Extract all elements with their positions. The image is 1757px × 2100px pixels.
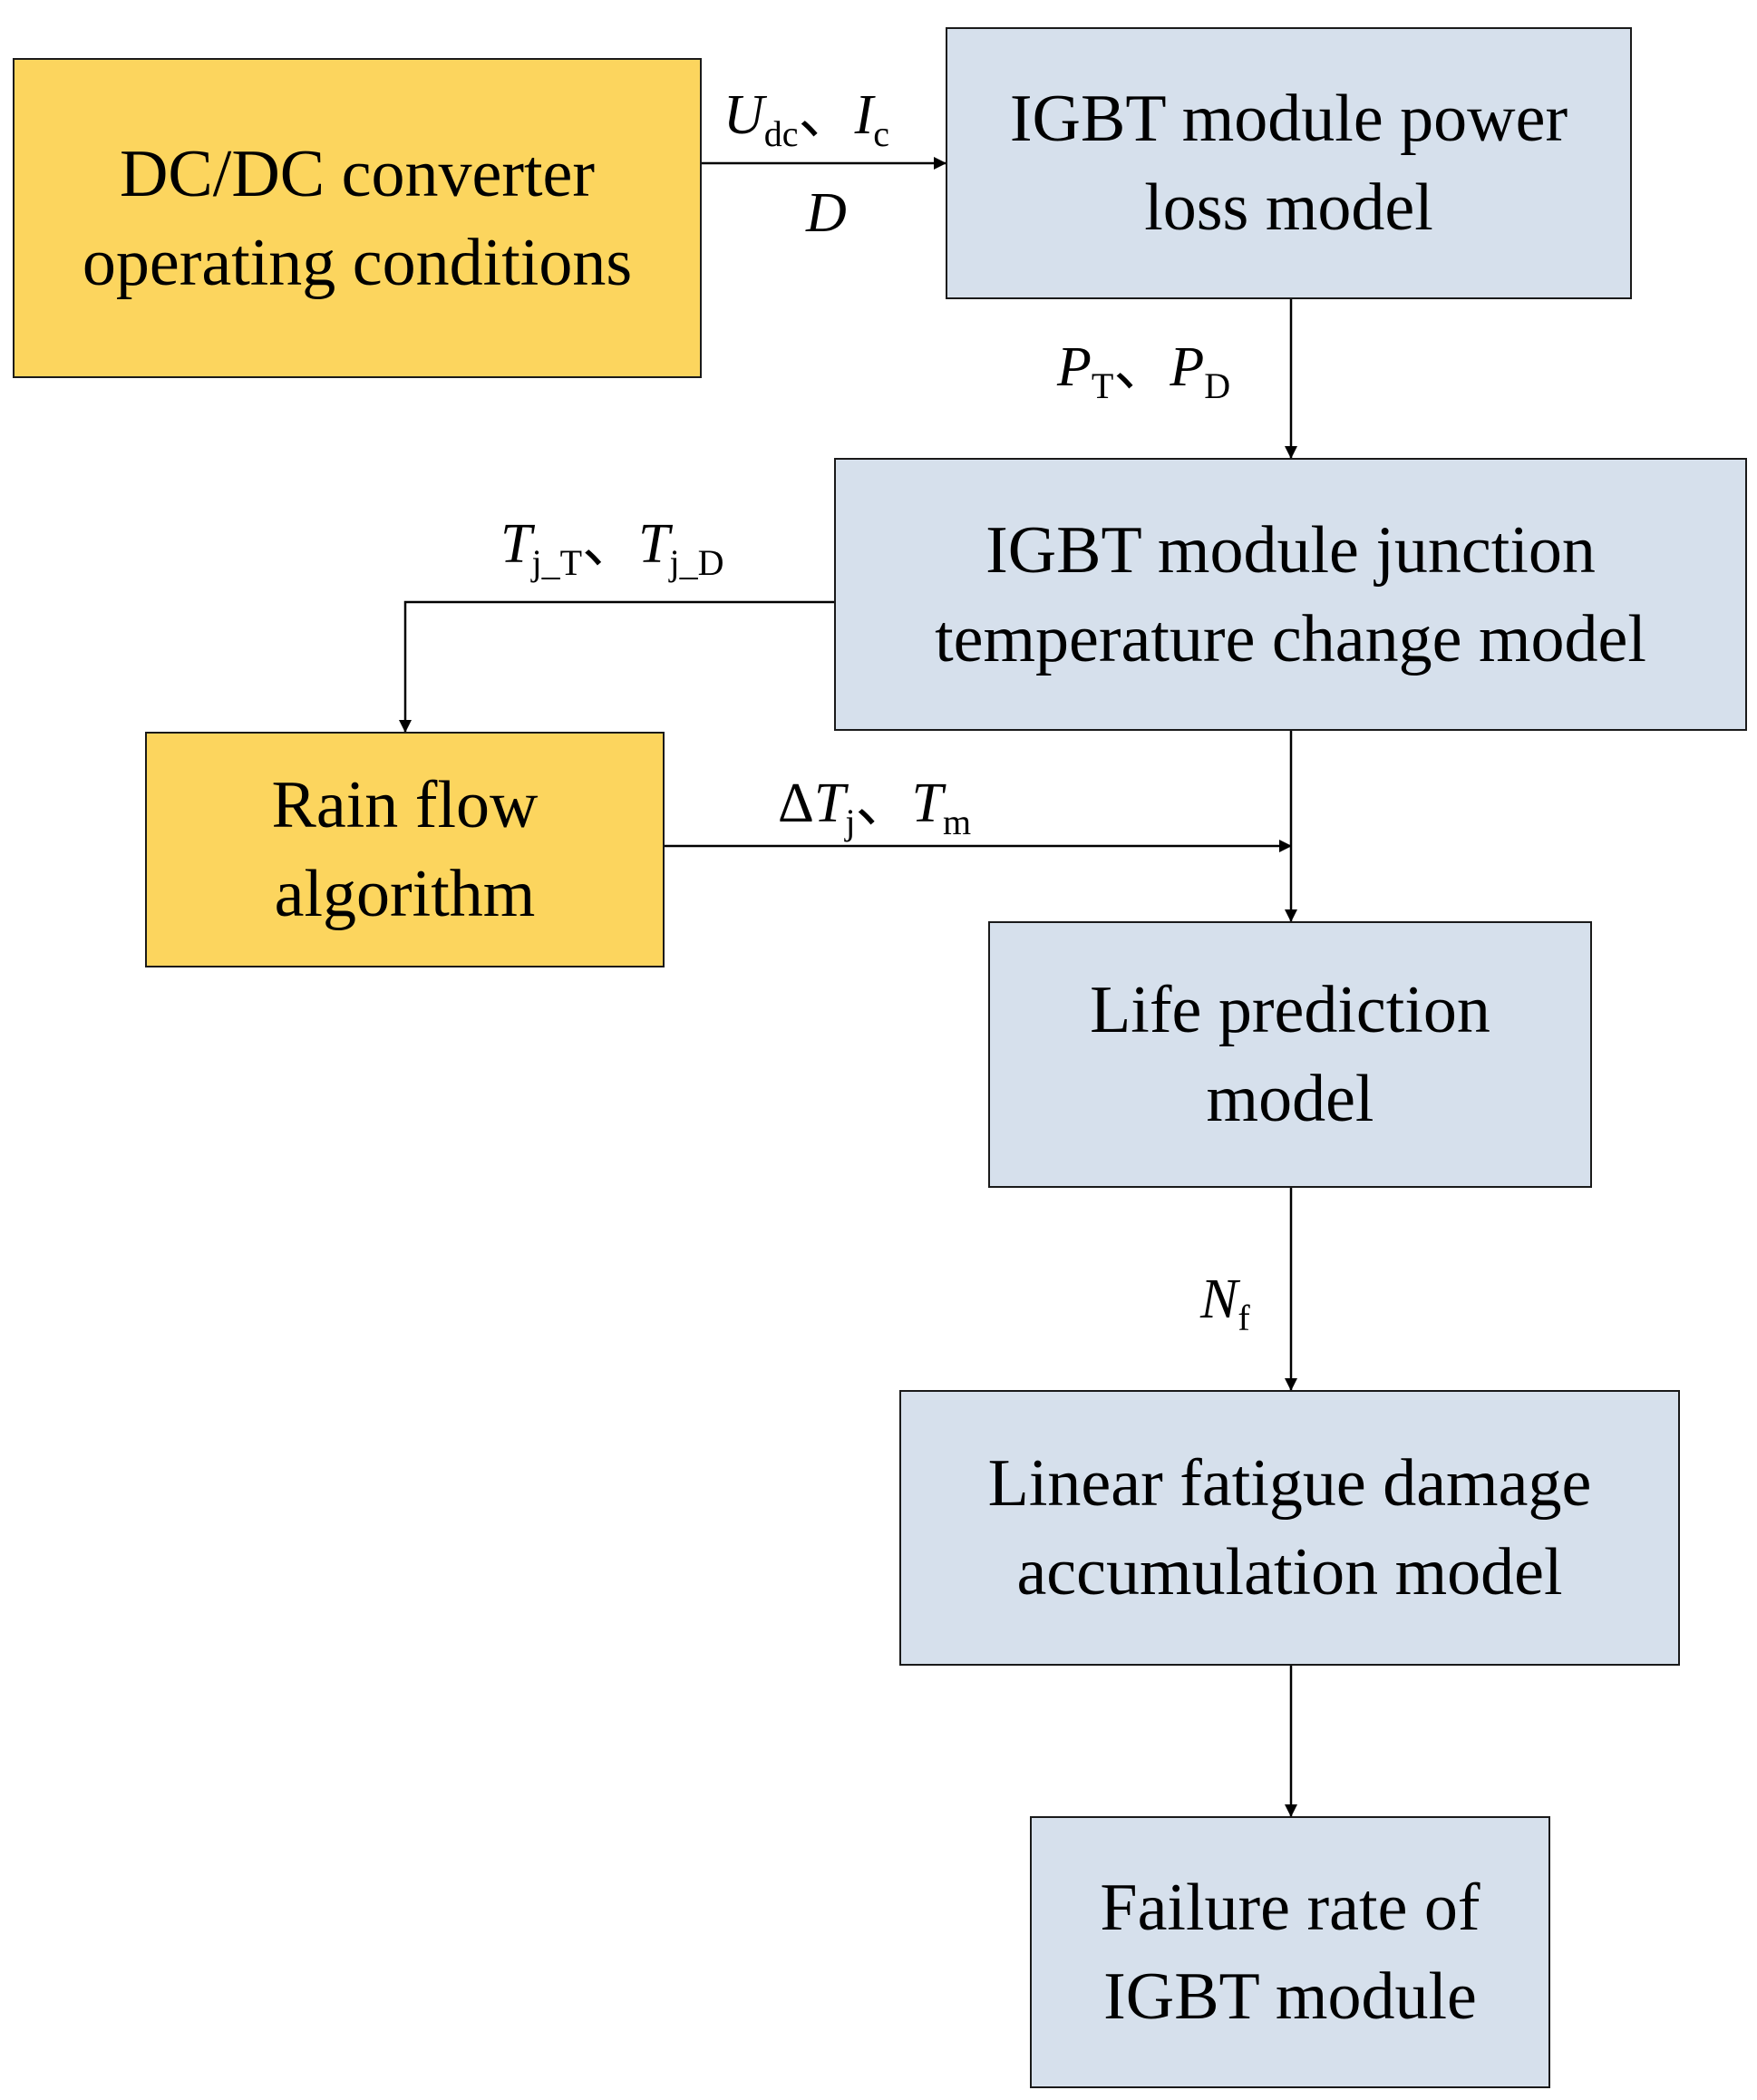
node-dcdc-operating-conditions: DC/DC converter operating conditions xyxy=(13,58,702,378)
node-junction-line2: temperature change model xyxy=(935,601,1646,676)
node-power-loss-model: IGBT module power loss model xyxy=(946,27,1632,299)
edge-label-udc-ic: Udc、Ic xyxy=(723,84,889,154)
edge-label-d: D xyxy=(806,182,847,244)
node-rain-flow-algorithm: Rain flow algorithm xyxy=(145,732,665,967)
edge-label-nf: Nf xyxy=(1200,1269,1250,1338)
node-life-line1: Life prediction xyxy=(1090,973,1490,1047)
edge-label-pt-pd: PT、PD xyxy=(1057,336,1231,406)
node-fatigue-line1: Linear fatigue damage xyxy=(987,1446,1592,1521)
node-failure-line2: IGBT module xyxy=(1103,1959,1477,2034)
node-loss-line2: loss model xyxy=(1144,170,1433,245)
node-rain-line1: Rain flow xyxy=(271,768,539,842)
node-life-line2: model xyxy=(1206,1062,1374,1136)
node-junction-line1: IGBT module junction xyxy=(985,512,1596,588)
node-rain-line2: algorithm xyxy=(274,857,536,931)
node-fatigue-line2: accumulation model xyxy=(1016,1535,1563,1609)
node-linear-fatigue-model: Linear fatigue damage accumulation model xyxy=(899,1390,1680,1666)
node-life-prediction-model: Life prediction model xyxy=(988,921,1592,1188)
edge-label-dtj-tm: ΔTj、Tm xyxy=(778,773,972,842)
node-dcdc-line2: operating conditions xyxy=(82,225,633,300)
node-failure-line1: Failure rate of xyxy=(1100,1871,1480,1945)
node-loss-line1: IGBT module power xyxy=(1009,82,1568,156)
node-failure-rate: Failure rate of IGBT module xyxy=(1030,1816,1550,2088)
node-junction-temperature-model: IGBT module junction temperature change … xyxy=(834,458,1747,731)
node-dcdc-line1: DC/DC converter xyxy=(119,136,596,211)
edge-label-tjt-tjd: Tj_T、Tj_D xyxy=(500,513,724,583)
edge-junction-to-rain xyxy=(399,600,834,733)
